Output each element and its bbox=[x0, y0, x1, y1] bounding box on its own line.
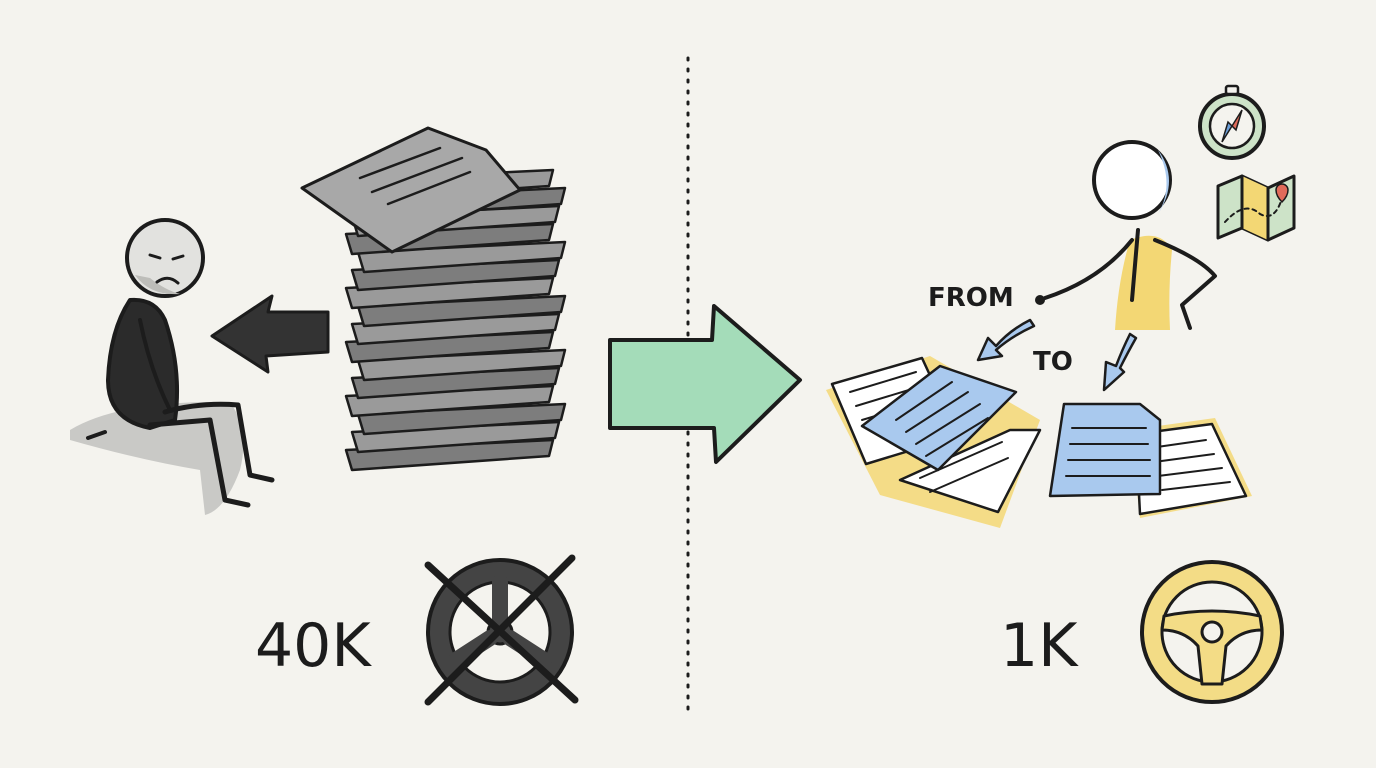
document-text-line bbox=[849, 371, 917, 393]
document-text-line bbox=[895, 381, 953, 421]
document-text-line bbox=[905, 391, 969, 433]
document-icon bbox=[826, 356, 1042, 528]
left-arrow bbox=[210, 294, 330, 374]
to-arrow bbox=[1102, 332, 1138, 392]
compass-icon bbox=[1198, 84, 1266, 160]
map-icon bbox=[1216, 174, 1296, 242]
document-text-line bbox=[1157, 467, 1223, 477]
to-label: TO bbox=[1033, 347, 1073, 377]
sad-person-icon bbox=[70, 218, 275, 515]
document-sheet bbox=[1048, 402, 1162, 498]
from-label: FROM bbox=[928, 283, 1014, 313]
sheet-text-line bbox=[386, 170, 472, 206]
document-text-line bbox=[1153, 453, 1215, 463]
document-text-line bbox=[915, 403, 981, 445]
left-count-label: 40K bbox=[255, 611, 372, 681]
document-icon bbox=[1048, 402, 1252, 518]
sheet-text-line bbox=[370, 156, 464, 194]
paper-stack-icon bbox=[300, 126, 567, 472]
document-text-line bbox=[925, 417, 989, 457]
document-text-line bbox=[1161, 481, 1231, 491]
right-count-label: 1K bbox=[1000, 611, 1079, 681]
crossed-steering-wheel-icon bbox=[424, 554, 579, 706]
document-text-line bbox=[919, 441, 1003, 479]
sheet-text-line bbox=[358, 146, 442, 180]
document-sheet bbox=[860, 364, 1018, 472]
from-arrow bbox=[976, 318, 1036, 362]
document-text-line bbox=[929, 457, 1009, 493]
steering-wheel-icon bbox=[1140, 560, 1284, 704]
standing-person-icon bbox=[1035, 140, 1217, 330]
document-sheet bbox=[898, 428, 1042, 514]
transform-arrow bbox=[608, 304, 802, 464]
stack-top-sheet bbox=[300, 126, 522, 254]
